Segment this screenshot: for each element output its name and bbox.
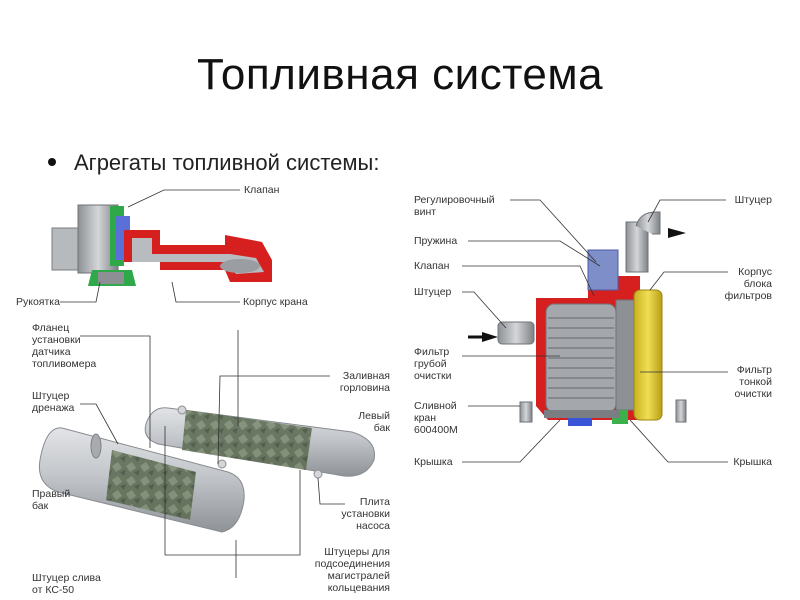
label-pump-plate: Плита установки насоса xyxy=(341,496,390,532)
label-drain-ks50: Штуцер слива от КС-50 xyxy=(32,572,101,596)
label-fine-filter: Фильтр тонкой очистки xyxy=(734,364,772,400)
label-cover-left: Крышка xyxy=(414,456,453,468)
label-ring-fittings: Штуцеры для подсоединения магистралей ко… xyxy=(314,546,390,594)
label-drain-fitting: Штуцер дренажа xyxy=(32,390,75,414)
label-left-tank: Левый бак xyxy=(358,410,390,434)
tanks-illustration xyxy=(38,405,376,533)
fuel-cock-illustration xyxy=(51,204,272,286)
label-spring: Пружина xyxy=(414,235,458,247)
label-valve-klapan: Клапан xyxy=(244,184,280,196)
label-right-tank: Правый бак xyxy=(32,488,71,512)
label-coarse-filter: Фильтр грубой очистки xyxy=(414,346,452,382)
bullet-item: Агрегаты топливной системы: xyxy=(48,150,379,176)
label-inlet-fitting: Штуцер xyxy=(414,286,452,298)
bullet-text: Агрегаты топливной системы: xyxy=(74,150,380,175)
label-cock-body: Корпус крана xyxy=(243,296,308,308)
bullet-dot-icon xyxy=(48,158,56,167)
label-filter-housing: Корпус блока фильтров xyxy=(724,266,772,302)
label-filter-valve: Клапан xyxy=(414,260,450,272)
label-drain-cock: Сливной кран 600400М xyxy=(414,400,458,436)
filter-block-illustration xyxy=(468,211,687,426)
slide-title: Топливная система xyxy=(196,50,604,99)
label-adjust-screw: Регулировочный винт xyxy=(414,194,495,218)
label-gauge-flange: Фланец установки датчика топливомера xyxy=(32,322,97,370)
label-cover-right: Крышка xyxy=(733,456,772,468)
label-filler-neck: Заливная горловина xyxy=(339,370,390,394)
label-handle: Рукоятка xyxy=(16,296,60,308)
label-outlet-fitting: Штуцер xyxy=(734,194,772,206)
